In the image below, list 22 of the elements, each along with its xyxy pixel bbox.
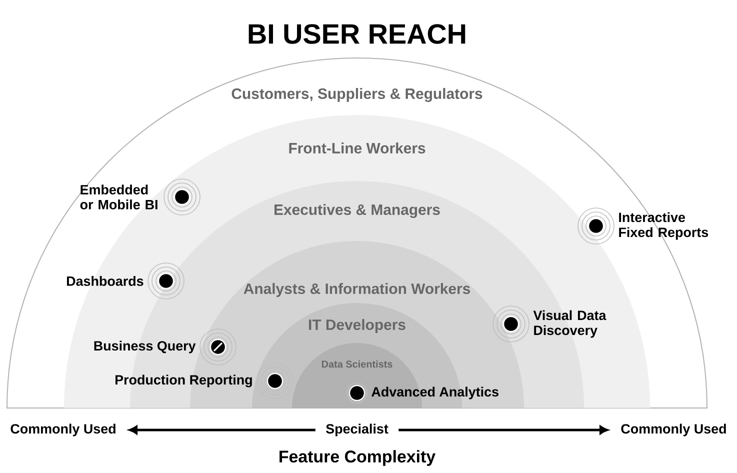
feature-label: Production Reporting xyxy=(116,374,252,388)
feature-dot xyxy=(210,338,226,356)
arrow xyxy=(398,426,608,434)
band-label: Data Scientists xyxy=(322,360,392,368)
feature-label: Interactive Fixed Reports xyxy=(619,212,708,240)
feature-label: Advanced Analytics xyxy=(372,386,498,400)
arrow xyxy=(128,426,316,434)
band-label: Executives & Managers xyxy=(274,204,440,218)
feature-label: Business Query xyxy=(94,340,196,354)
feature-dot xyxy=(266,372,284,390)
axis-title: Feature Complexity xyxy=(280,450,436,466)
band-label: Front-Line Workers xyxy=(289,142,426,154)
title: BI USER REACH xyxy=(248,24,466,44)
axis-label: Specialist xyxy=(326,424,388,436)
band-label: IT Developers xyxy=(309,319,406,333)
feature-label: Embedded or Mobile BI xyxy=(80,184,158,210)
feature-label: Dashboards xyxy=(66,276,144,286)
band-label: Analysts & Information Workers xyxy=(244,283,470,297)
band-label: Customers, Suppliers & Regulators xyxy=(232,88,482,102)
axis-label: Commonly Used xyxy=(10,424,116,436)
axis-label: Commonly Used xyxy=(621,424,726,436)
feature-label: Visual Data Discovery xyxy=(533,310,606,338)
